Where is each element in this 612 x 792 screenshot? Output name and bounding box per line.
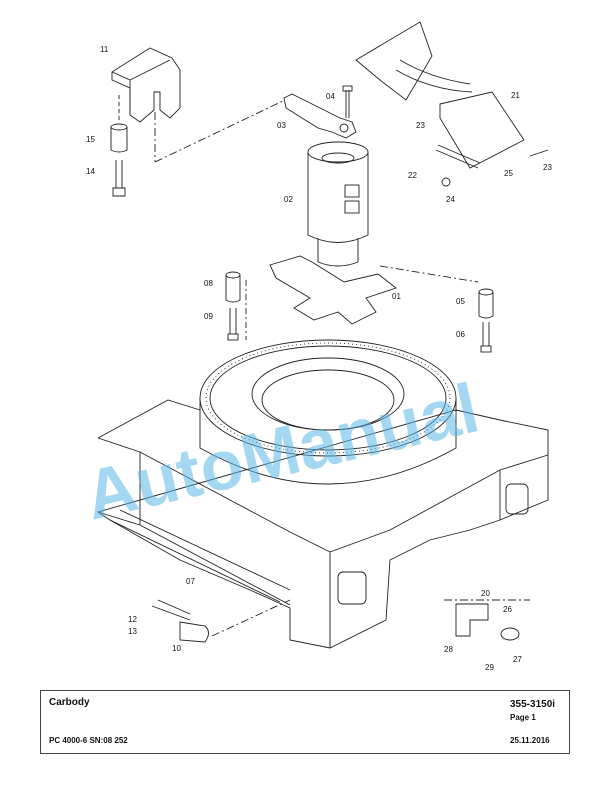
callout-26: 26 bbox=[503, 605, 512, 614]
bracket-13 bbox=[111, 47, 181, 123]
callout-14: 14 bbox=[86, 167, 95, 176]
callout-10: 10 bbox=[172, 644, 181, 653]
sleeve-05 bbox=[478, 288, 494, 319]
callout-06: 06 bbox=[456, 330, 465, 339]
callout-08: 08 bbox=[204, 279, 213, 288]
callout-27: 27 bbox=[513, 655, 522, 664]
bracket-26 bbox=[444, 599, 530, 641]
slewing-ring bbox=[199, 339, 457, 485]
callout-15: 15 bbox=[86, 135, 95, 144]
svg-text:AutoManual: AutoManual bbox=[78, 369, 486, 535]
plate-01 bbox=[269, 255, 397, 325]
bolt-14 bbox=[112, 160, 126, 197]
callout-07: 07 bbox=[186, 577, 195, 586]
callout-11: 12 bbox=[128, 615, 137, 624]
watermark: AutoManual bbox=[78, 369, 486, 535]
model-serial: PC 4000-6 SN:08 252 bbox=[49, 736, 128, 745]
callout-13: 11 bbox=[100, 45, 109, 54]
callout-25: 25 bbox=[504, 169, 513, 178]
arm-03 bbox=[283, 93, 357, 139]
callout-05: 05 bbox=[456, 297, 465, 306]
callout-12: 13 bbox=[128, 627, 137, 636]
sleeve-15 bbox=[110, 123, 128, 153]
callout-22: 22 bbox=[408, 171, 417, 180]
callout-23a: 23 bbox=[416, 121, 425, 130]
callout-20: 20 bbox=[481, 589, 490, 598]
callout-04: 04 bbox=[326, 92, 335, 101]
callout-23b: 23 bbox=[543, 163, 552, 172]
callout-21: 21 bbox=[511, 91, 520, 100]
callout-29: 29 bbox=[485, 663, 494, 672]
callout-03: 03 bbox=[277, 121, 286, 130]
callout-09: 09 bbox=[204, 312, 213, 321]
document-date: 25.11.2016 bbox=[510, 736, 550, 745]
document-number: 355-3150i bbox=[510, 699, 556, 710]
callout-labels: 11 15 14 04 03 02 01 08 09 05 06 21 23 2… bbox=[86, 45, 552, 672]
parts-drawing: AutoManual 11 15 14 04 03 02 01 08 09 05… bbox=[78, 21, 552, 672]
document-title: Carbody bbox=[49, 697, 90, 708]
carbody-frame bbox=[96, 399, 549, 649]
callout-24: 24 bbox=[446, 195, 455, 204]
callout-02: 02 bbox=[284, 195, 293, 204]
sleeve-08 bbox=[225, 271, 241, 303]
callout-28: 28 bbox=[444, 645, 453, 654]
page-number: Page 1 bbox=[510, 713, 536, 722]
callout-01: 01 bbox=[392, 292, 401, 301]
cover-21 bbox=[355, 21, 525, 169]
title-block: Carbody 355-3150i Page 1 PC 4000-6 SN:08… bbox=[40, 690, 570, 754]
motor-02 bbox=[307, 141, 369, 267]
pin-10 bbox=[151, 599, 209, 643]
